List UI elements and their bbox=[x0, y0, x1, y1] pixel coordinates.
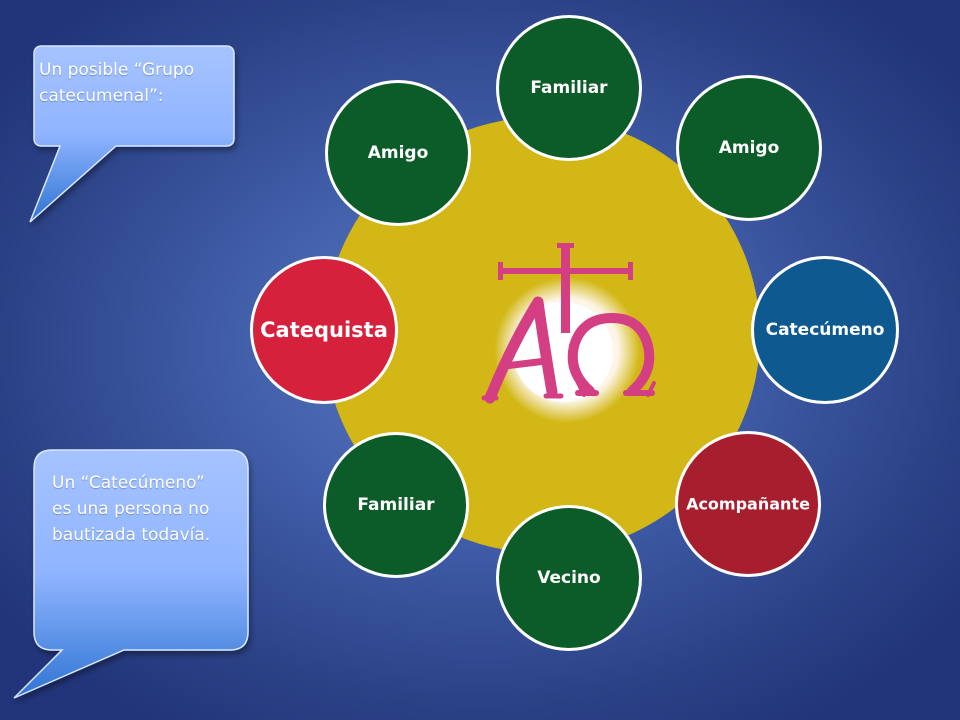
node-disc bbox=[499, 508, 639, 648]
node-amigo-8: Amigo bbox=[325, 80, 471, 226]
node-disc bbox=[754, 259, 896, 401]
node-label: Amigo bbox=[368, 143, 429, 163]
node-vecino-5: Vecino bbox=[496, 505, 642, 651]
callout-top-line-2: catecumenal”: bbox=[39, 86, 164, 106]
node-disc bbox=[499, 18, 639, 158]
callout-bottom-line-1: Un “Catecúmeno” bbox=[52, 473, 205, 493]
alpha-icon bbox=[481, 296, 564, 404]
callout-top-bubble bbox=[29, 45, 235, 223]
callout-top-text: Un posible “Grupo catecumenal”: bbox=[39, 57, 239, 109]
node-label: Familiar bbox=[530, 78, 608, 98]
diagram-nodes: FamiliarAmigoCatecúmenoAcompañanteVecino… bbox=[250, 15, 899, 651]
node-catecumeno-3: Catecúmeno bbox=[751, 256, 899, 404]
node-acompanante-4: Acompañante bbox=[675, 431, 821, 577]
node-familiar-6: Familiar bbox=[323, 432, 469, 578]
node-familiar-1: Familiar bbox=[496, 15, 642, 161]
omega-icon bbox=[567, 313, 656, 397]
node-label: Familiar bbox=[357, 495, 435, 515]
node-label: Catequista bbox=[260, 318, 388, 342]
alpha-omega-cross-icon bbox=[481, 243, 656, 423]
node-disc bbox=[253, 259, 395, 401]
node-label: Acompañante bbox=[686, 495, 810, 514]
node-disc bbox=[678, 434, 818, 574]
callout-bottom-line-2: es una persona no bbox=[52, 499, 210, 519]
node-disc bbox=[328, 83, 468, 223]
callout-bottom-line-3: bautizada todavía. bbox=[52, 525, 211, 545]
node-catequista-7: Catequista bbox=[250, 256, 398, 404]
node-label: Vecino bbox=[537, 568, 600, 588]
callout-bottom-text: Un “Catecúmeno” es una persona no bautiz… bbox=[52, 470, 252, 548]
node-amigo-2: Amigo bbox=[676, 75, 822, 221]
node-disc bbox=[679, 78, 819, 218]
node-label: Amigo bbox=[719, 138, 780, 158]
node-disc bbox=[326, 435, 466, 575]
node-label: Catecúmeno bbox=[766, 320, 885, 340]
callout-bottom-bubble bbox=[13, 449, 249, 699]
cross-icon bbox=[498, 243, 633, 333]
callout-top-line-1: Un posible “Grupo bbox=[39, 60, 195, 80]
